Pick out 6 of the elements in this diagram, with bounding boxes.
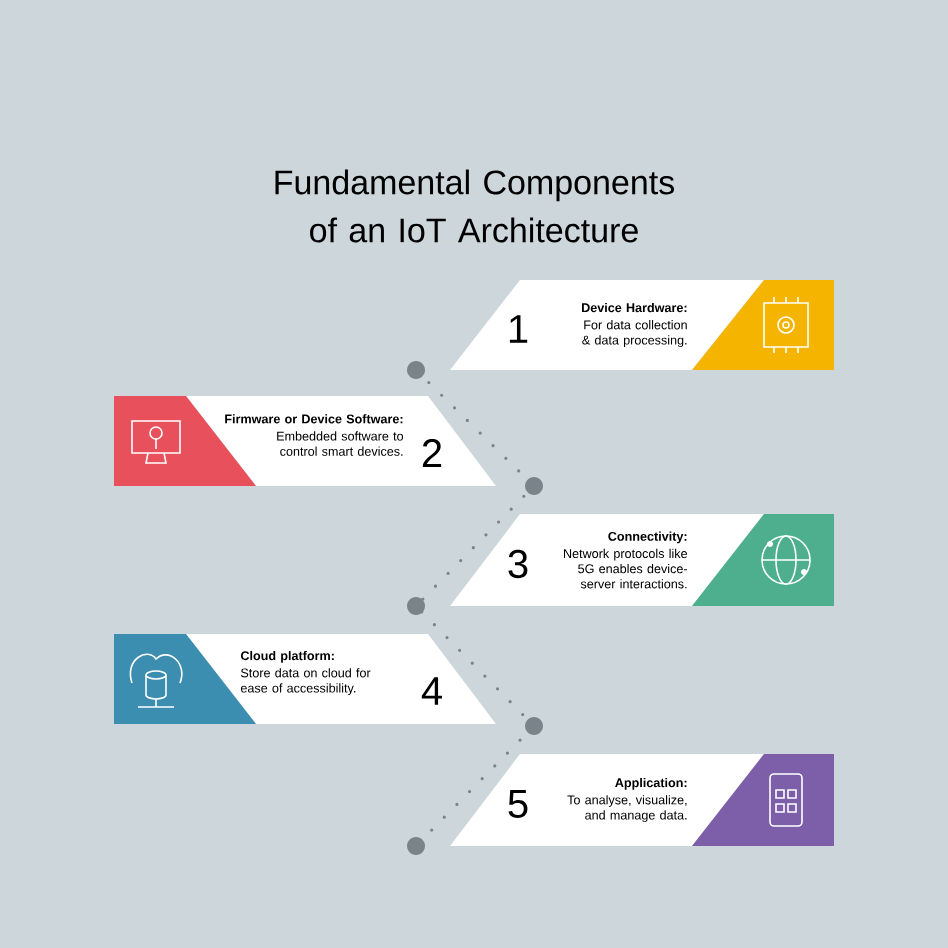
step-number: 2 <box>422 439 442 467</box>
title: Fundamental Components of an IoT Architecture <box>275 169 674 243</box>
step-number: 4 <box>421 677 442 705</box>
step-number: 1 <box>509 315 528 343</box>
step-number: 5 <box>508 790 528 818</box>
step-number: 3 <box>508 549 528 579</box>
